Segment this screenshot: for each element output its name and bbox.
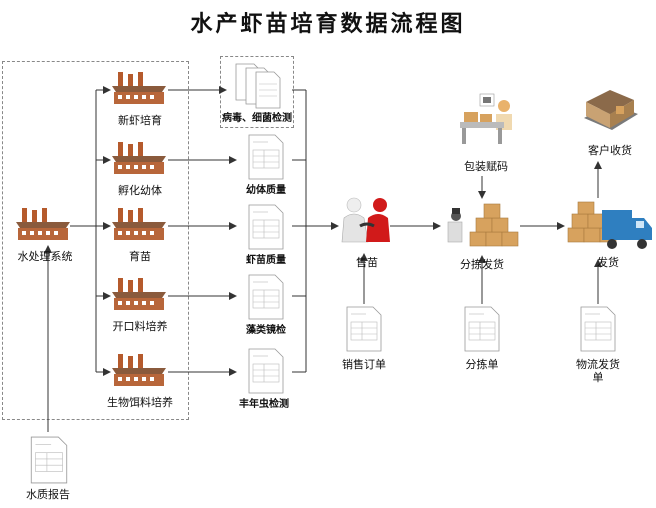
document-icon-logistics <box>580 306 616 356</box>
sorting-boxes-icon <box>444 200 520 258</box>
document-icon-water-report <box>30 436 68 488</box>
factory-label-hatch: 孵化幼体 <box>118 184 162 197</box>
page-title: 水产虾苗培育数据流程图 <box>190 11 466 37</box>
document-icon-sorting-list <box>464 306 500 356</box>
truck-icon <box>566 200 654 256</box>
sale-label: 售苗 <box>356 256 378 269</box>
sales-order-label: 销售订单 <box>342 358 386 371</box>
customer-label: 客户收货 <box>588 144 632 157</box>
production-group-box <box>2 61 189 420</box>
handshake-icon <box>340 196 394 256</box>
doc-label-water-report: 水质报告 <box>26 488 70 501</box>
logistics-doc-label: 物流发货单 <box>576 358 620 384</box>
factory-icon-hatch <box>110 142 168 180</box>
doc-label-pathogen: 病毒、细菌检测 <box>222 113 292 124</box>
sorting-list-label: 分拣单 <box>465 358 499 371</box>
factory-label-bio: 生物饵料培养 <box>107 396 173 409</box>
factory-icon-bio <box>110 354 168 392</box>
factory-label-shrimp: 新虾培育 <box>118 114 162 127</box>
factory-label-water: 水处理系统 <box>17 250 73 263</box>
warehouse-icon <box>580 84 642 142</box>
factory-label-seedling: 育苗 <box>129 250 151 263</box>
document-icon-seedling <box>248 204 284 254</box>
document-icon-larva <box>248 134 284 184</box>
packaging-worker-icon <box>458 92 520 152</box>
doc-label-larva: 幼体质量 <box>246 185 286 196</box>
factory-icon-water <box>14 208 72 246</box>
document-icon-algae <box>248 274 284 324</box>
factory-icon-shrimp <box>110 72 168 110</box>
factory-label-feed: 开口料培养 <box>112 320 168 333</box>
factory-icon-feed <box>110 278 168 316</box>
factory-icon-seedling <box>110 208 168 246</box>
doc-label-artemia: 丰年虫检测 <box>239 399 289 410</box>
document-icon-sales-order <box>346 306 382 356</box>
document-icon-artemia <box>248 348 284 398</box>
document-stack-icon <box>234 62 282 114</box>
shipping-label: 发货 <box>597 256 619 269</box>
doc-label-seedling: 虾苗质量 <box>246 255 286 266</box>
sorting-label: 分拣发货 <box>460 258 504 271</box>
packaging-label: 包装赋码 <box>464 160 508 173</box>
doc-label-algae: 藻类镜检 <box>246 325 286 336</box>
